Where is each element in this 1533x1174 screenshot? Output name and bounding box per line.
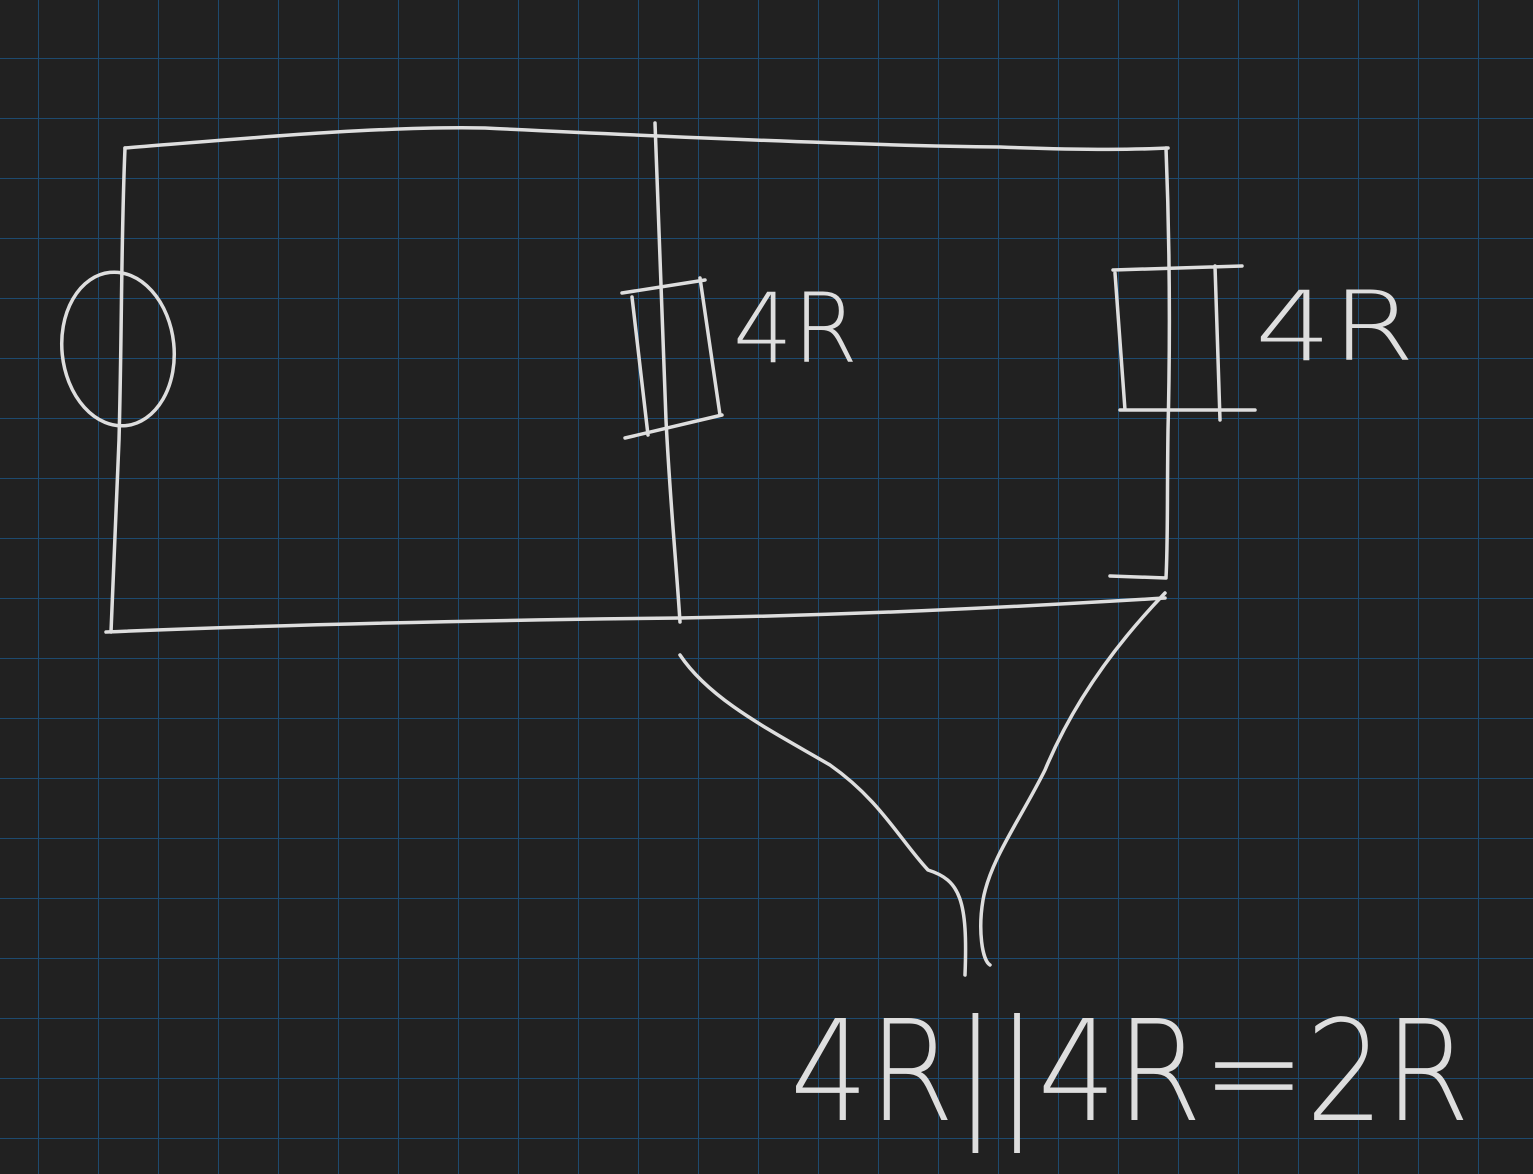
wire-top: [123, 126, 1170, 152]
bracket-left-line: [678, 653, 968, 977]
resistor-left-icon: [620, 276, 724, 440]
wire-right-branch: [1108, 146, 1172, 580]
wire-left: [109, 146, 127, 634]
resistor-left-label: 4R: [733, 273, 858, 385]
parallel-equation: 4R||4R=2R: [790, 991, 1470, 1154]
voltage-source-icon: [59, 270, 177, 428]
wire-middle-branch: [653, 121, 682, 624]
bracket-right-line: [979, 591, 1167, 967]
resistor-right-label: 4R: [1255, 271, 1415, 383]
resistor-right-icon: [1111, 264, 1257, 422]
circuit-diagram: 4R 4R 4R||4R=2R: [59, 121, 1470, 1154]
